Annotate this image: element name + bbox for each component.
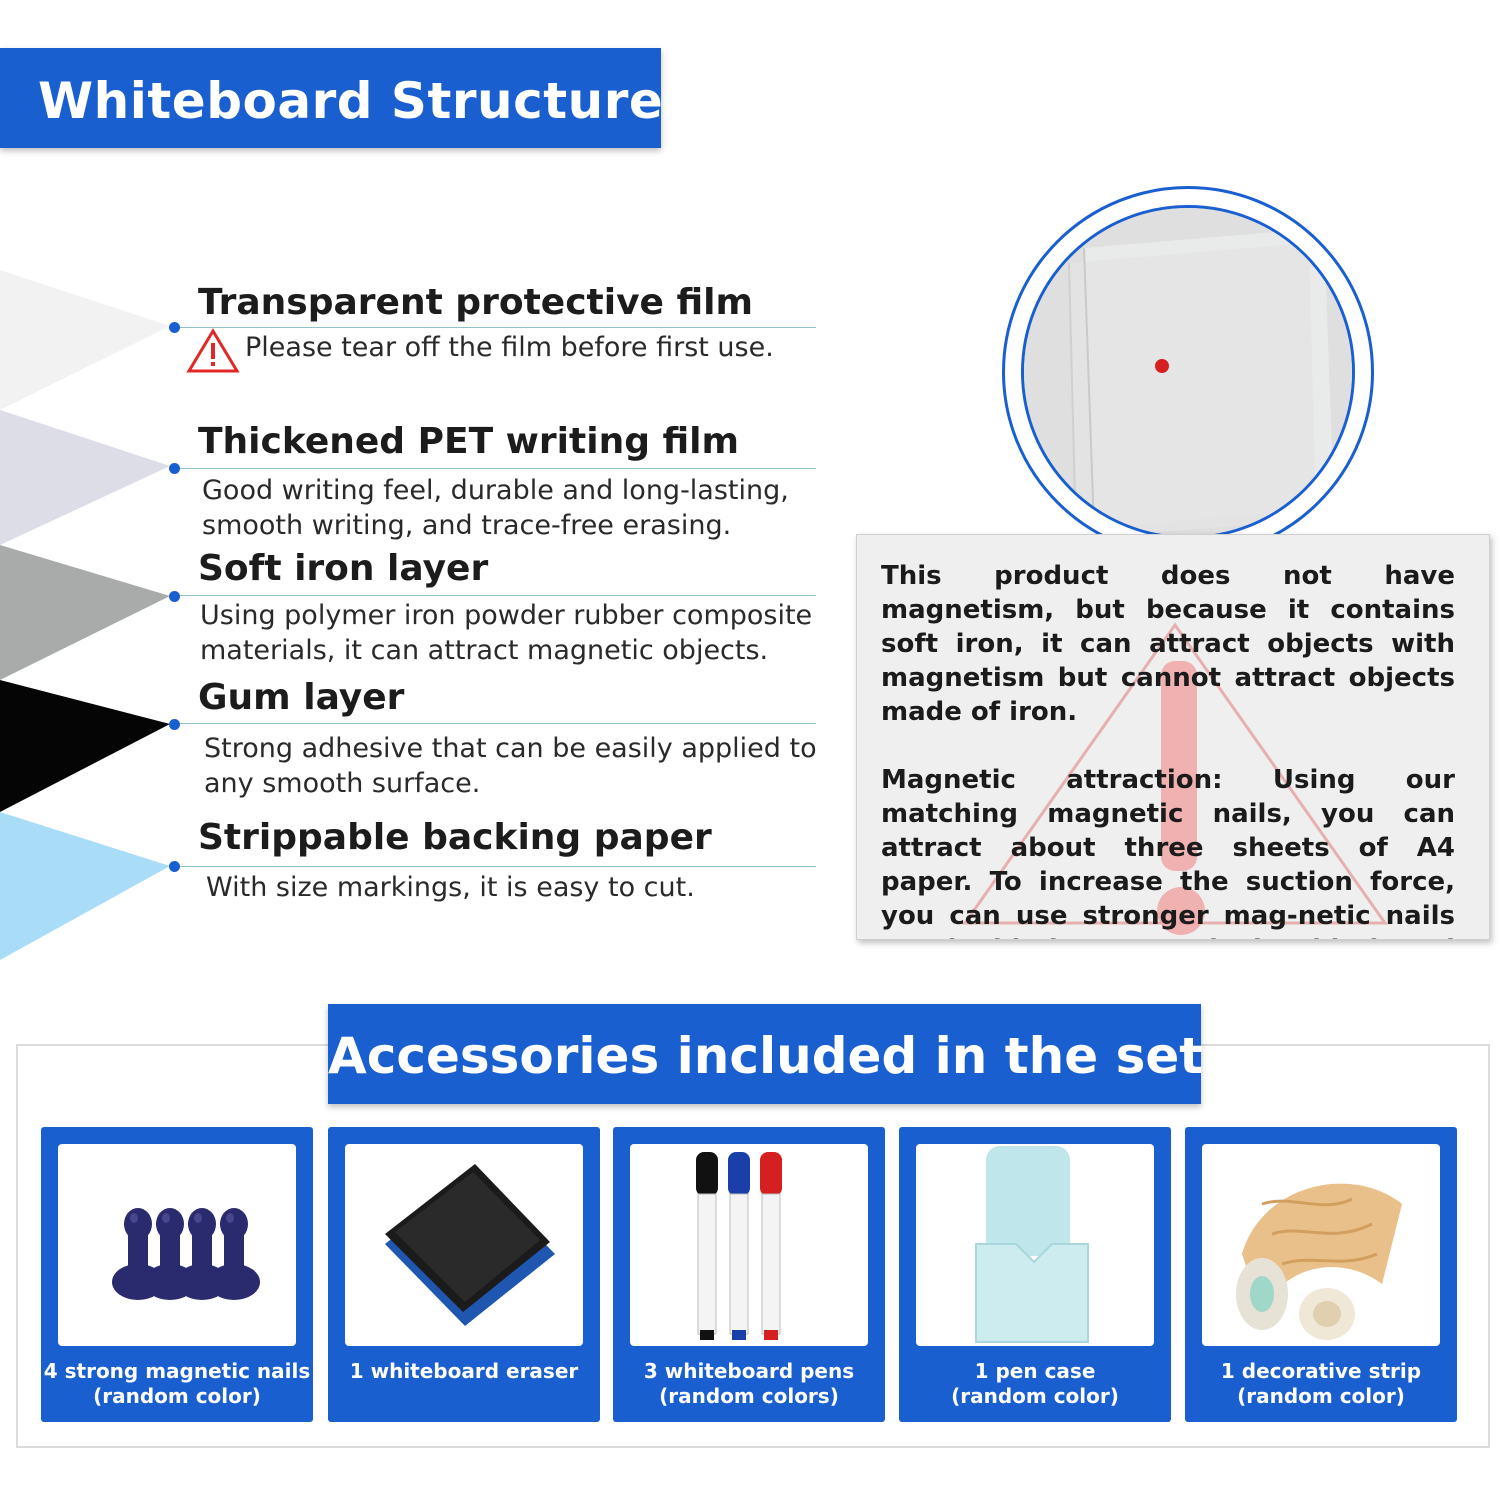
layer-description-line: smooth writing, and trace-free erasing. [202, 510, 732, 541]
accessory-photo [345, 1144, 583, 1346]
layer-title: Transparent protective film [198, 282, 754, 323]
paper-sheets-photo [1021, 205, 1355, 539]
decorative-strip-image [1236, 1183, 1402, 1340]
note-paragraph: This product does not have magnetism, bu… [881, 561, 1455, 727]
layer-description-line: With size markings, it is easy to cut. [206, 872, 695, 903]
accessory-caption: 1 decorative strip (random color) [1185, 1359, 1457, 1409]
layer-description-line: any smooth surface. [204, 768, 481, 799]
layer-marker-dot [169, 322, 180, 333]
layer-divider [176, 595, 816, 596]
accessories-banner: Accessories included in the set [328, 1004, 1203, 1104]
layer-description-line: Strong adhesive that can be easily appli… [204, 733, 817, 764]
page-title: Whiteboard Structure [38, 72, 664, 130]
magnetic-nails-image [112, 1208, 260, 1300]
pen-case-image [975, 1146, 1089, 1343]
accessory-card-decorative-strip: 1 decorative strip (random color) [1185, 1127, 1457, 1422]
layer-wedge-pet-film [0, 410, 170, 545]
caption-line: (random color) [93, 1384, 261, 1408]
accessory-caption: 3 whiteboard pens (random colors) [613, 1359, 885, 1409]
caption-line: 1 pen case [974, 1359, 1096, 1383]
layer-title: Strippable backing paper [198, 817, 712, 858]
layer-title: Gum layer [198, 677, 405, 718]
layer-description-line: Good writing feel, durable and long-last… [202, 475, 789, 506]
paper-sheets-image [1024, 208, 1352, 536]
accessory-caption: 4 strong magnetic nails (random color) [41, 1359, 313, 1409]
layer-wedge-gum [0, 680, 170, 812]
layer-description-line: materials, it can attract magnetic objec… [200, 635, 769, 666]
caption-line: 4 strong magnetic nails [43, 1359, 311, 1383]
layer-divider [176, 468, 816, 469]
magnetic-pin-dot [1155, 359, 1169, 373]
caption-line: (random colors) [659, 1384, 839, 1408]
warning-watermark-icon [962, 622, 1388, 935]
layer-stack-illustration [0, 270, 170, 960]
note-text: This product does not have magnetism, bu… [881, 559, 1455, 939]
whiteboard-pens-image [696, 1152, 782, 1340]
warning-triangle-icon [186, 328, 240, 373]
note-paragraph: Magnetic attraction: Using our matching … [881, 765, 1455, 939]
whiteboard-eraser-image [385, 1164, 555, 1326]
accessory-card-pen-case: 1 pen case (random color) [899, 1127, 1171, 1422]
layer-marker-dot [169, 719, 180, 730]
accessory-photo [630, 1144, 868, 1346]
caption-line: 1 decorative strip [1220, 1359, 1422, 1383]
layer-wedge-backing-paper [0, 812, 170, 960]
layer-marker-dot [169, 463, 180, 474]
accessory-photo [58, 1144, 296, 1346]
layer-description-line: Please tear off the film before first us… [245, 332, 774, 363]
layer-divider [176, 723, 816, 724]
layer-divider [176, 327, 816, 328]
layer-wedge-soft-iron [0, 545, 170, 680]
accessory-photo [916, 1144, 1154, 1346]
caption-line: 3 whiteboard pens [643, 1359, 855, 1383]
magnetism-note-box: This product does not have magnetism, bu… [856, 534, 1490, 940]
header-banner: Whiteboard Structure [0, 48, 664, 148]
caption-line: (random color) [951, 1384, 1119, 1408]
layer-description-line: Using polymer iron powder rubber composi… [200, 600, 813, 631]
caption-line: 1 whiteboard eraser [349, 1359, 579, 1383]
layer-wedge-transparent-film [0, 270, 170, 410]
accessory-photo [1202, 1144, 1440, 1346]
accessories-title: Accessories included in the set [328, 1027, 1204, 1085]
accessory-caption: 1 whiteboard eraser [328, 1359, 600, 1384]
layer-title: Thickened PET writing film [198, 421, 740, 462]
accessory-card-magnetic-nails: 4 strong magnetic nails (random color) [41, 1127, 313, 1422]
layer-marker-dot [169, 861, 180, 872]
layer-marker-dot [169, 591, 180, 602]
accessory-card-pens: 3 whiteboard pens (random colors) [613, 1127, 885, 1422]
magnified-photo-circle [1002, 186, 1374, 558]
layer-title: Soft iron layer [198, 548, 489, 589]
accessory-caption: 1 pen case (random color) [899, 1359, 1171, 1409]
accessory-card-eraser: 1 whiteboard eraser [328, 1127, 600, 1422]
layer-divider [176, 866, 816, 867]
caption-line: (random color) [1237, 1384, 1405, 1408]
